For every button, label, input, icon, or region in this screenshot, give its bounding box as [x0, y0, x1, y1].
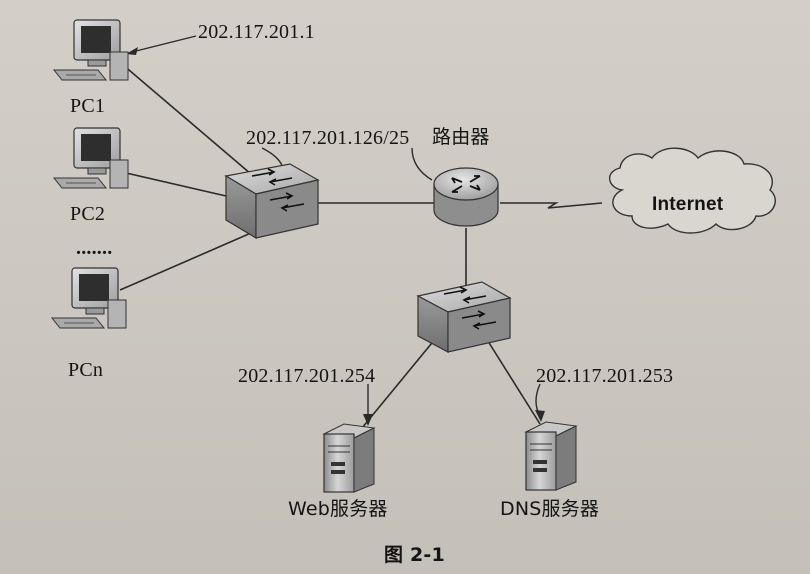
network-switch-icon: [416, 281, 512, 353]
network-switch-icon: [224, 163, 320, 240]
link-pc2-switch: [121, 171, 227, 197]
pointer-pc1-ip: [131, 35, 197, 53]
web-server-label: Web服务器: [288, 498, 388, 520]
arrowhead-web-ip: [363, 414, 373, 426]
cloud-icon: [609, 147, 776, 234]
link-pcn-switch: [119, 229, 259, 291]
desktop-computer-icon: [50, 267, 127, 329]
router-label: 路由器: [432, 126, 490, 148]
pc1-ip-label: 202.117.201.1: [198, 21, 315, 43]
desktop-computer-icon: [52, 127, 129, 189]
dns-server-label: DNS服务器: [500, 498, 600, 520]
dns-server-ip-label: 202.117.201.253: [536, 365, 674, 387]
pc-ellipsis: .......: [76, 237, 113, 259]
link-router-internet-serial: [500, 202, 603, 209]
pcn-label: PCn: [68, 359, 104, 381]
link-switch2-web: [361, 337, 437, 429]
desktop-computer-icon: [52, 19, 129, 81]
internet-label: Internet: [652, 194, 724, 215]
tower-server-icon: [524, 421, 578, 491]
links: [119, 63, 603, 429]
pc2-label: PC2: [70, 203, 106, 225]
link-pc1-switch: [121, 63, 259, 181]
router-icon: [433, 167, 499, 227]
pointer-router-label: [411, 147, 433, 181]
tower-server-icon: [322, 423, 376, 493]
pc1-label: PC1: [70, 95, 106, 117]
figure-caption: 图 2-1: [384, 544, 445, 566]
arrowhead-dns-ip: [535, 410, 545, 422]
link-switch2-dns: [485, 337, 541, 425]
router-lan-ip-label: 202.117.201.126/25: [246, 127, 410, 149]
web-server-ip-label: 202.117.201.254: [238, 365, 376, 387]
arrowhead-pc1-ip: [126, 47, 138, 55]
